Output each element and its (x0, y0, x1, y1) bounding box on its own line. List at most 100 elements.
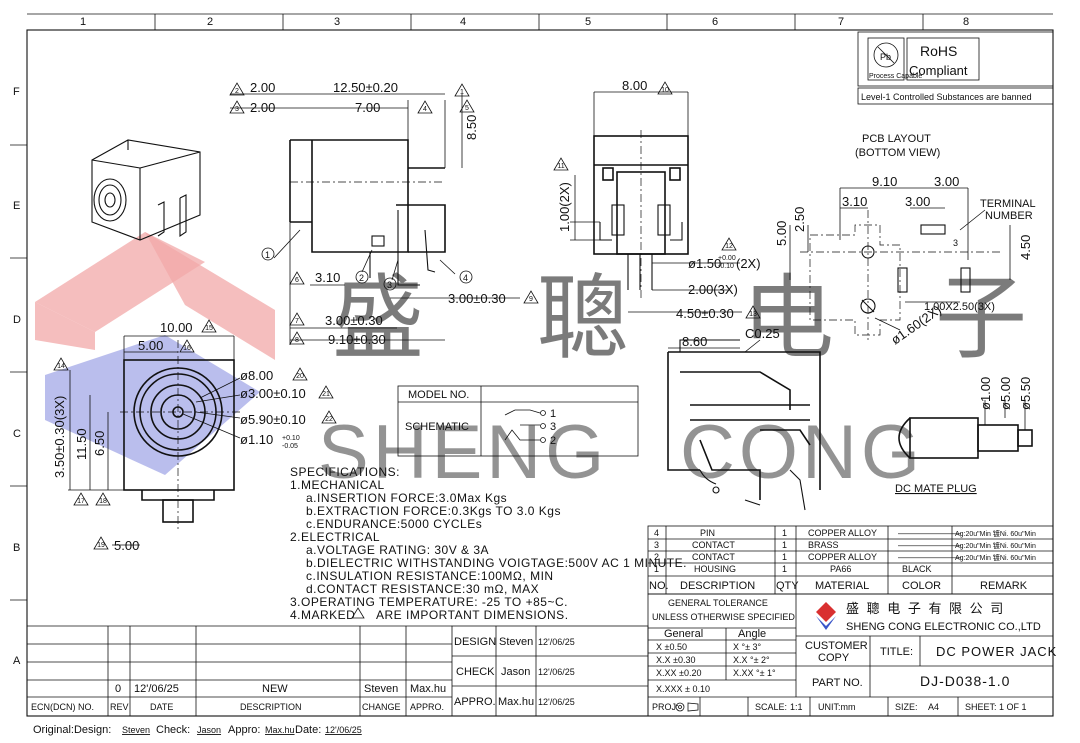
revision-header-ecn: ECN(DCN) NO. (31, 702, 94, 712)
callout-1: 1 (265, 250, 270, 260)
title-block: GENERAL TOLERANCE UNLESS OTHERWISE SPECI… (647, 593, 1057, 717)
marker-8-label: 8 (295, 337, 299, 344)
title-value: DC POWER JACK (936, 644, 1057, 659)
marker-21-label: 21 (322, 391, 330, 398)
marker-22-label: 22 (325, 416, 333, 423)
grid-col-6: 6 (712, 16, 718, 28)
rohs-label: RoHS (920, 43, 957, 59)
spec-line-2: a.INSERTION FORCE:3.0Max Kgs (306, 491, 507, 505)
bom-row-1: 1 HOUSING 1 PA66 BLACK (654, 564, 932, 574)
tolerance-row-2: X.X ±0.30 (656, 655, 695, 665)
lead-symbol: Pb (880, 52, 891, 62)
marker-4: 4 (417, 100, 433, 114)
marker-9: 9 (523, 290, 539, 304)
pcb-title: PCB LAYOUT (862, 133, 931, 145)
tolerance-row-2-angle: X.X °± 2° (733, 655, 770, 665)
dim-plug-5-5: ø5.50 (1018, 377, 1033, 410)
bom-cell: 1 (654, 564, 659, 574)
callout-3: 3 (387, 280, 392, 290)
dim-front-5: 5.00 (138, 338, 163, 353)
bom-cell: ——————— (898, 540, 961, 550)
dim-side-8-5: 8.50 (464, 115, 479, 140)
marker-1-label: 1 (460, 89, 464, 96)
marker-19: 19 (93, 536, 109, 550)
dim-top-tol-lower: -0.10 (718, 263, 734, 270)
size-value: A4 (928, 702, 939, 712)
company-name-cn: 盛 聰 电 子 有 限 公 司 (846, 601, 1005, 616)
tolerance-row-3-angle: X.XX °± 1° (733, 668, 776, 678)
marker-16-label: 16 (183, 345, 191, 352)
dim-section-8-6: 8.60 (682, 334, 707, 349)
marker-15-label: 15 (205, 325, 213, 332)
dim-front-dia-3: ø3.00±0.10 (240, 386, 306, 401)
callout-4: 4 (463, 273, 468, 283)
spec-line-10: 3.OPERATING TEMPERATURE: -25 TO +85~C. (290, 595, 568, 609)
approval-appro-date: 12'/06/25 (538, 697, 575, 707)
dim-pcb-3b: 3.00 (905, 194, 930, 209)
revision-desc: NEW (262, 683, 288, 695)
dim-side-3-pin: 3.00±0.30 (448, 291, 506, 306)
schematic-box: MODEL NO. SCHEMATIC 1 3 2 (397, 385, 639, 457)
approval-check-date: 12'/06/25 (538, 667, 575, 677)
dim-plug-1: ø1.00 (978, 377, 993, 410)
tolerance-row-1: X ±0.50 (656, 642, 687, 652)
spec-line-4: c.ENDURANCE:5000 CYCLEs (306, 517, 482, 531)
bom-row-3: 3 CONTACT 1 BRASS ——————— Ag:20u"Min 镀Ni… (654, 540, 1036, 550)
original-appro: Max.hu (265, 725, 295, 735)
dim-front-11-5: 11.50 (74, 428, 89, 460)
mate-plug-label: DC MATE PLUG (895, 483, 977, 495)
size-label: SIZE: (895, 702, 918, 712)
dim-top-tol-upper: +0.00 (718, 255, 736, 262)
rohs-block: Pb Process Capable RoHS Compliant Level-… (857, 31, 1054, 105)
marker-3-label: 3 (235, 106, 239, 113)
revision-date: 12'/06/25 (134, 683, 179, 695)
dim-front-5b: 5.00 (114, 538, 139, 553)
dc-mate-plug: ø1.00 ø5.00 ø5.50 DC MATE PLUG (895, 377, 1033, 495)
original-date-label: Date: (295, 724, 321, 736)
grid-col-7: 7 (838, 16, 844, 28)
bom-cell: Ag:20u"Min 镀Ni. 60u"Min (955, 553, 1036, 562)
callout-balloons: 1 2 3 4 (261, 247, 473, 291)
original-footer: Original:Design: Steven Check: Jason App… (33, 724, 362, 736)
dim-side-3-1: 3.10 (315, 270, 340, 285)
dim-side-7: 7.00 (355, 100, 380, 115)
marker-16: 16 (179, 339, 195, 353)
marker-11-label: 11 (557, 163, 564, 170)
revision-header-rev: REV (110, 702, 129, 712)
dim-top-1-2x: 1.00(2X) (557, 182, 572, 232)
marker-14: 14 (53, 357, 69, 371)
tolerance-col-general: General (664, 628, 703, 640)
bom-header-cell: REMARK (980, 580, 1028, 592)
bom-cell: 1 (782, 540, 787, 550)
bom-cell: BLACK (902, 564, 932, 574)
scale-value: 1:1 (790, 702, 803, 712)
bom-cell: CONTACT (692, 540, 735, 550)
part-no-value: DJ-D038-1.0 (920, 673, 1010, 689)
tolerance-row-3: X.XX ±0.20 (656, 668, 701, 678)
spec-line-12: ARE IMPORTANT DIMENSIONS. (376, 608, 569, 622)
marker-13-label: 13 (749, 311, 757, 318)
marker-13: 13 (745, 305, 761, 319)
specifications: SPECIFICATIONS: 1.MECHANICAL a.INSERTION… (290, 465, 686, 622)
dim-pcb-slot: 1.00X2.50(3X) (924, 301, 995, 313)
grid-col-3: 3 (334, 16, 340, 28)
bom-table: 4 PIN 1 COPPER ALLOY ——————— Ag:20u"Min … (647, 525, 1054, 595)
spec-line-5: 2.ELECTRICAL (290, 530, 380, 544)
marker-7: 7 (289, 312, 305, 326)
marker-21: 21 (318, 385, 334, 399)
bom-cell: 4 (654, 528, 659, 538)
level-note: Level-1 Controlled Substances are banned (861, 92, 1032, 102)
bom-cell: 1 (782, 564, 787, 574)
revision-block: 0 12'/06/25 NEW Steven Max.hu ECN(DCN) N… (27, 625, 452, 716)
grid-col-8: 8 (963, 16, 969, 28)
approval-block: DESIGN Steven 12'/06/25 CHECK Jason 12'/… (451, 625, 649, 717)
approval-design-name: Steven (499, 636, 533, 648)
important-marker-icon (351, 607, 365, 619)
projection-symbol-icon (675, 702, 699, 712)
dim-front-3-5: 3.50±0.30(3X) (52, 396, 67, 478)
original-prefix: Original:Design: (33, 724, 111, 736)
process-capable: Process Capable (869, 73, 922, 80)
customer-label: CUSTOMER (805, 640, 868, 652)
bom-cell: Ag:20u"Min 镀Ni. 60u"Min (955, 529, 1036, 538)
